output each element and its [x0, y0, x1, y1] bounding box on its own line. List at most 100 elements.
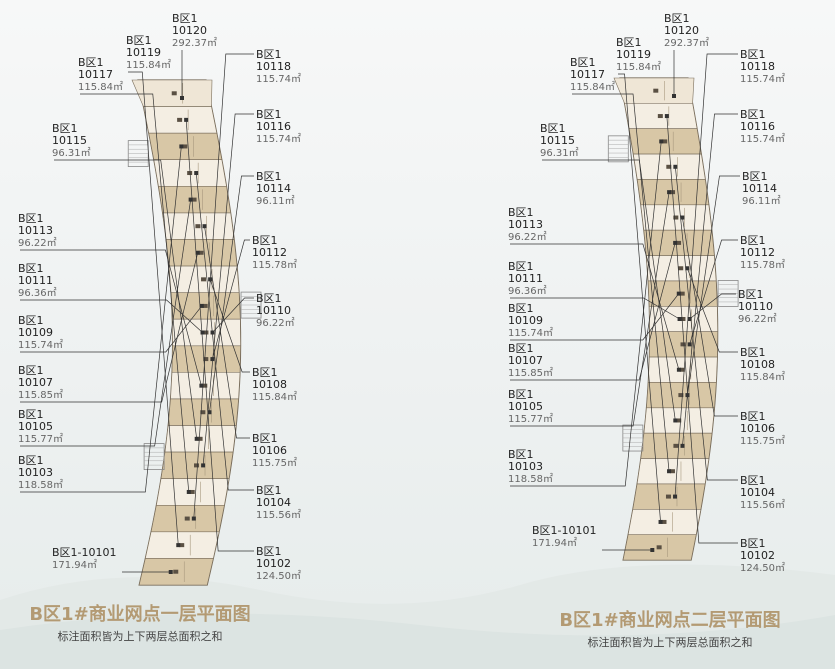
leader-line: [80, 93, 190, 493]
unit-area: 118.58㎡: [18, 479, 63, 491]
unit-number: 10109: [18, 326, 53, 339]
unit-number: 10105: [18, 420, 53, 433]
unit-number: 10104: [740, 486, 775, 499]
leader-line: [212, 239, 250, 360]
unit-number: 10116: [740, 120, 775, 133]
unit-marker: [201, 277, 207, 282]
unit-marker: [202, 303, 208, 308]
leader-line: [204, 226, 250, 439]
leader-line: [675, 166, 738, 481]
unit-number: 10103: [508, 460, 543, 473]
unit-code: B区1: [738, 288, 764, 301]
leader-line: [510, 242, 676, 381]
unit-number: 10106: [252, 444, 287, 457]
unit-marker: [202, 383, 208, 388]
unit-marker: [187, 171, 193, 176]
unit-code: B区1: [18, 262, 44, 275]
unit-code: B区1: [570, 56, 596, 69]
unit-marker: [679, 291, 685, 296]
background-hill-front: [0, 613, 835, 669]
leader-dot: [667, 469, 672, 474]
unit-code: B区1: [664, 12, 690, 25]
unit-marker: [673, 443, 679, 448]
leader-line: [20, 305, 203, 353]
unit-area: 115.56㎡: [256, 509, 301, 521]
leader-line: [212, 297, 254, 333]
leader-line: [510, 243, 680, 370]
unit-marker: [177, 117, 183, 122]
leader-dot: [673, 164, 678, 169]
unit-code: B区1: [256, 108, 282, 121]
leader-dot: [176, 543, 181, 548]
leader-dot: [199, 303, 204, 308]
unit-area: 96.22㎡: [738, 313, 777, 325]
leader-line: [128, 71, 179, 546]
unit-marker: [665, 494, 671, 499]
leader-dot: [184, 117, 189, 122]
leader-line: [185, 119, 254, 552]
leader-dot: [676, 291, 681, 296]
unit-number: 10108: [740, 358, 775, 371]
leader-line: [54, 159, 198, 439]
unit-number: 10115: [540, 134, 575, 147]
unit-code: B区1: [18, 454, 44, 467]
unit-area: 96.22㎡: [256, 317, 295, 329]
floor1-plan: B区110120292.37㎡B区110119115.84㎡B区11011811…: [18, 12, 301, 586]
leader-dot: [659, 139, 664, 144]
unit-area: 96.22㎡: [508, 231, 547, 243]
unit-number: 10118: [256, 60, 291, 73]
leader-dot: [188, 197, 193, 202]
leader-line: [20, 252, 199, 403]
unit-area: 115.78㎡: [252, 259, 297, 271]
unit-area: 115.77㎡: [18, 433, 63, 445]
unit-marker: [657, 114, 663, 119]
leader-dot: [194, 171, 199, 176]
leader-line: [20, 299, 203, 333]
unit-area: 115.74㎡: [256, 133, 301, 145]
unit-marker: [669, 469, 675, 474]
unit-code: B区1: [18, 314, 44, 327]
leader-line: [666, 116, 738, 544]
unit-number: 10114: [742, 182, 777, 195]
unit-area: 115.78㎡: [740, 259, 785, 271]
leader-dot: [667, 190, 672, 195]
unit-marker: [173, 569, 179, 574]
unit-code: B区1: [252, 432, 278, 445]
unit-marker: [203, 357, 209, 362]
leader-dot: [194, 436, 199, 441]
unit-number: 10117: [570, 68, 605, 81]
unit-area: 115.75㎡: [252, 457, 297, 469]
unit-code: B区1: [740, 474, 766, 487]
unit-code: B区1: [256, 484, 282, 497]
unit-marker: [197, 436, 203, 441]
unit-area: 96.31㎡: [540, 147, 579, 159]
unit-area: 115.74㎡: [740, 133, 785, 145]
unit-number: 10102: [256, 557, 291, 570]
unit-marker: [191, 197, 197, 202]
unit-area: 292.37㎡: [664, 37, 709, 49]
unit-code: B区1: [508, 448, 534, 461]
unit-code: B区1: [172, 12, 198, 25]
unit-area: 115.74㎡: [18, 339, 63, 351]
unit-area: 115.85㎡: [18, 389, 63, 401]
unit-number: 10111: [508, 272, 543, 285]
unit-code: B区1: [18, 364, 44, 377]
unit-number: 10105: [508, 400, 543, 413]
unit-number: 10117: [78, 68, 113, 81]
